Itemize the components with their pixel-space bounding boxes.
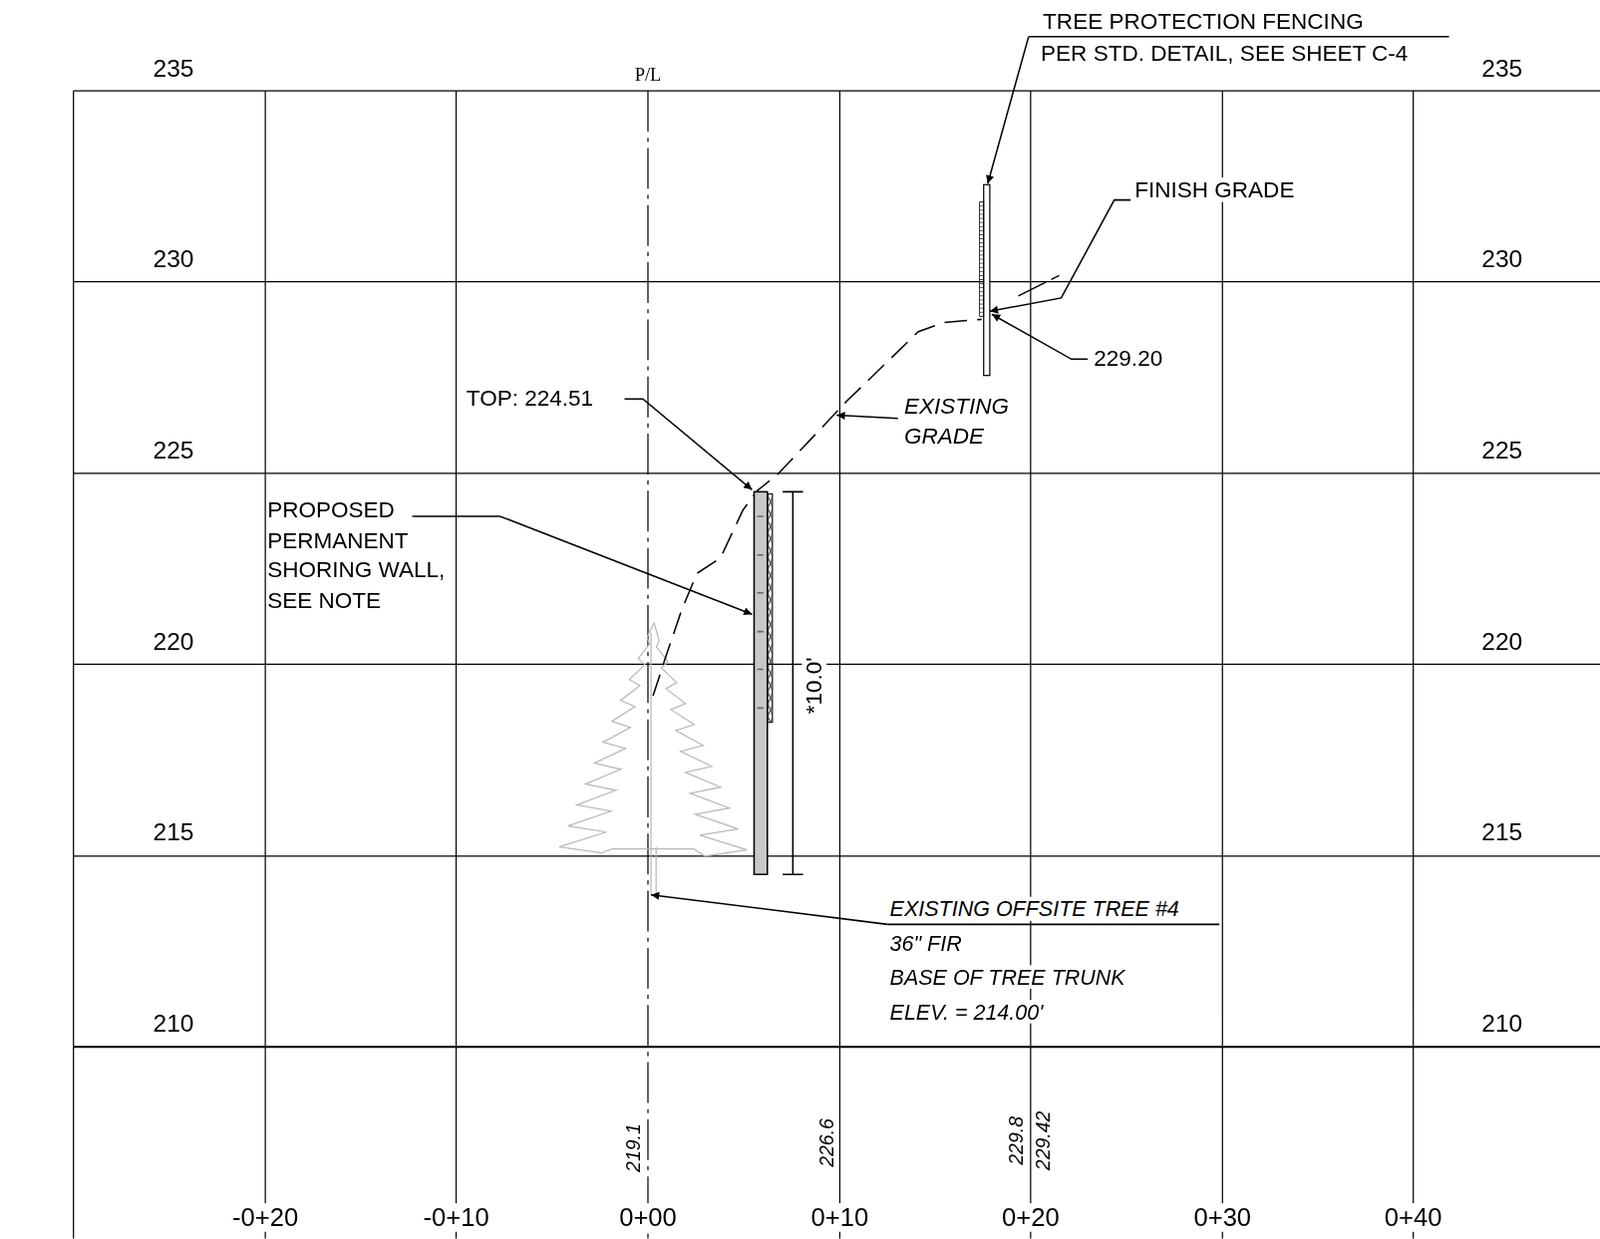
elevation-label: 235 [1479,54,1525,82]
station-label: 0+30 [1191,1203,1254,1232]
elevation-callout: 229.20 [1091,346,1165,372]
station-label: 0+00 [617,1203,679,1232]
shoring-wall [753,491,772,875]
station-label: 0+40 [1382,1203,1445,1232]
elevation-label: 210 [150,1009,196,1037]
callout-text: BASE OF TREE TRUNK [888,964,1128,989]
finish-grade [1018,275,1060,296]
grid [73,90,1600,1239]
elevation-label: 220 [1479,629,1525,656]
callout-text: TREE PROTECTION FENCING [1040,8,1366,34]
station-label: -0+20 [230,1203,301,1232]
station-label: 0+20 [999,1203,1062,1232]
station-label: 0+10 [809,1203,872,1232]
elevation-label: 210 [1479,1009,1525,1037]
elevation-label: 215 [1479,819,1525,847]
station-label: -0+10 [420,1203,491,1232]
dimension-text: *10.0' [801,654,827,716]
tree-outline [559,622,747,895]
tree-protection-fence [979,184,990,375]
tree-crown [559,622,747,856]
property-line [646,90,648,1239]
dimension-line [782,491,803,875]
callout-text: ELEV. = 214.00' [888,999,1046,1024]
grade-elevation: 219.1 [624,1121,645,1175]
callout-text: PROPOSED PERMANENT SHORING WALL, SEE NOT… [265,494,479,617]
elevation-label: 225 [150,436,196,464]
elevation-label: 230 [1479,246,1525,274]
elevation-label: 220 [150,629,196,656]
elevation-callout: TOP: 224.51 [464,386,596,412]
elevation-label: 235 [150,54,196,82]
callout-text: PER STD. DETAIL, SEE SHEET C-4 [1038,41,1410,67]
grade-elevation: 229.42 [1032,1109,1054,1174]
grade-elevation: 226.6 [816,1116,838,1170]
callout-text: 36" FIR [888,932,964,957]
callout-text: FINISH GRADE [1132,177,1296,203]
existing-grade [652,319,982,696]
elevation-label: 230 [150,246,196,274]
grade-elevation: 229.8 [1006,1114,1028,1168]
leader-lines [412,36,1450,926]
callout-text: EXISTING OFFSITE TREE #4 [888,897,1182,922]
property-line-label: P/L [633,65,664,86]
elevation-label: 225 [1479,436,1525,464]
tree-trunk [650,633,656,896]
callout-text: EXISTING GRADE [902,390,1021,452]
elevation-label: 215 [150,819,196,847]
